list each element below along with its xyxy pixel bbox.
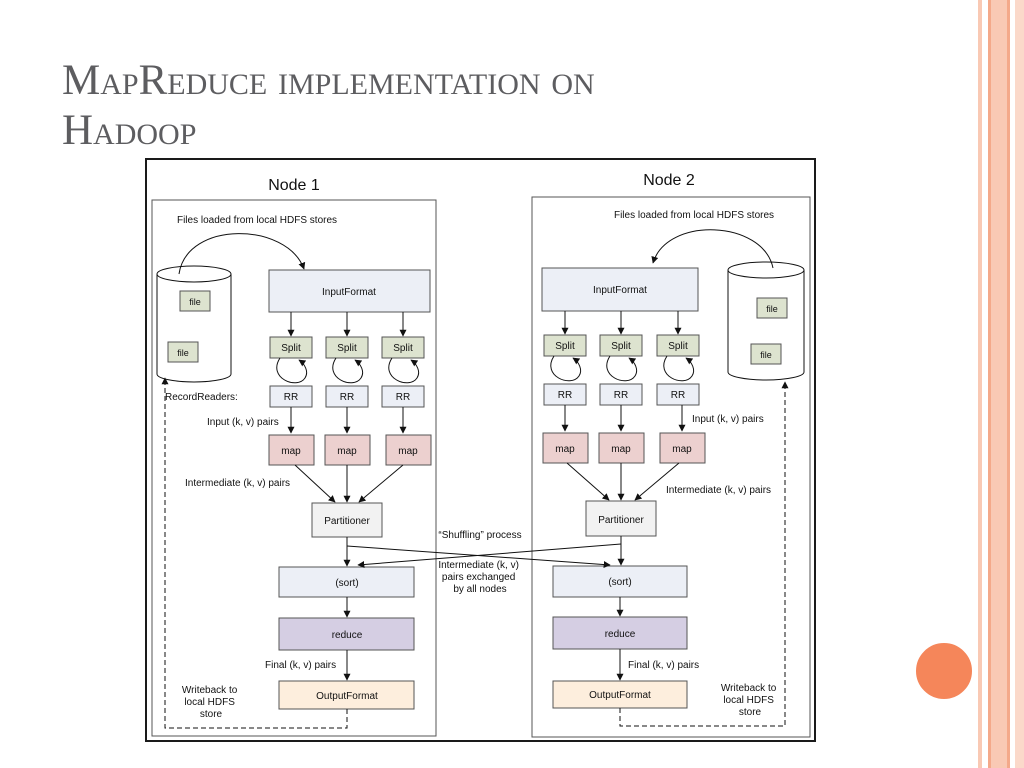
- node-1-files-loaded-label: Files loaded from local HDFS stores: [177, 215, 337, 226]
- node-2-split-label: Split: [555, 341, 575, 352]
- node-1-reduce-label: reduce: [332, 630, 363, 641]
- node-2-inputformat-label: InputFormat: [593, 285, 647, 296]
- node-1-inputformat-label: InputFormat: [322, 287, 376, 298]
- node-2-split-label: Split: [611, 341, 631, 352]
- decor-stripe-thin: [978, 0, 982, 768]
- node-1-split-label: Split: [337, 343, 357, 354]
- node-1-rr-label: RR: [284, 392, 298, 403]
- node-2-map-label: map: [611, 444, 631, 455]
- node-2-map-to-partitioner-arrows: [566, 462, 680, 501]
- node-2-file-box: [750, 343, 782, 365]
- node-1-partitioner-box: [311, 502, 383, 538]
- slide-title: MapReduce implementation on Hadoop: [62, 56, 822, 156]
- slide-title-line-1: MapReduce implementation on: [62, 57, 595, 104]
- node-1-map-label: map: [281, 446, 301, 457]
- node-1-final-pairs-label: Final (k, v) pairs: [265, 660, 336, 671]
- node-1-recordreaders-label: RecordReaders:: [165, 392, 238, 403]
- node-2-rr-label: RR: [558, 390, 572, 401]
- node-2-file-label: file: [760, 350, 772, 360]
- node-1-title: Node 1: [268, 177, 320, 194]
- node-2-inputformat-box: [541, 267, 699, 312]
- decor-stripe-main: [988, 0, 1010, 768]
- node-2-reduce-box: [552, 616, 688, 650]
- node-1-writeback-arrow: [161, 377, 348, 729]
- node-2-partitioner-label: Partitioner: [598, 515, 644, 526]
- node-1-split-label: Split: [393, 343, 413, 354]
- node-2-map-boxes: [542, 432, 706, 464]
- node-1-rr-label: RR: [396, 392, 410, 403]
- node-1-file-label: file: [189, 297, 201, 307]
- node-1-intermediate-pairs-label: Intermediate (k, v) pairs: [185, 478, 290, 489]
- node-2-writeback-label: Writeback to local HDFS store: [721, 683, 779, 718]
- decor-stripe-edge: [1015, 0, 1024, 768]
- node-1-outputformat-box: [278, 680, 415, 710]
- node-1-rr-label: RR: [340, 392, 354, 403]
- node-1-map-label: map: [337, 446, 357, 457]
- shuffling-process-label: “Shuffling” process: [438, 530, 521, 541]
- node-2-reduce-label: reduce: [605, 629, 636, 640]
- node-2-sort-label: (sort): [608, 577, 631, 588]
- node-1-file-box: [167, 341, 199, 363]
- node-1-inputformat-box: [268, 269, 431, 313]
- node-1-hdfs-store: [156, 265, 232, 383]
- node-1-writeback-label: Writeback to local HDFS store: [182, 685, 240, 720]
- node-2-splits: [543, 311, 700, 357]
- node-2-map-label: map: [672, 444, 692, 455]
- mapreduce-diagram: Node 1 Files loaded from local HDFS stor…: [145, 158, 816, 742]
- shuffle-arrows: [346, 543, 622, 569]
- node-2-input-pairs-label: Input (k, v) pairs: [692, 414, 764, 425]
- node-1-load-arrow: [178, 233, 306, 275]
- node-1-map-boxes: [268, 434, 432, 466]
- exchange-label: Intermediate (k, v) pairs exchanged by a…: [438, 560, 521, 595]
- node-1-file-label: file: [177, 348, 189, 358]
- node-1-outputformat-label: OutputFormat: [316, 691, 378, 702]
- node-2-writeback-arrow: [619, 381, 789, 727]
- node-1-file-box: [179, 290, 211, 312]
- node-2-file-label: file: [766, 304, 778, 314]
- node-2-panel: Node 2 Files loaded from local HDFS stor…: [531, 172, 811, 738]
- node-1-sort-label: (sort): [335, 578, 358, 589]
- node-2-title: Node 2: [643, 172, 695, 189]
- node-2-map-label: map: [555, 444, 575, 455]
- decor-accent-circle: [913, 640, 975, 702]
- node-1-split-loops: [276, 357, 420, 384]
- node-1-partitioner-label: Partitioner: [324, 516, 370, 527]
- node-2-rr-label: RR: [671, 390, 685, 401]
- node-2-final-pairs-label: Final (k, v) pairs: [628, 660, 699, 671]
- node-1-reduce-box: [278, 617, 415, 651]
- node-2-split-label: Split: [668, 341, 688, 352]
- node-2-intermediate-pairs-label: Intermediate (k, v) pairs: [666, 485, 771, 496]
- node-1-map-to-partitioner-arrows: [294, 464, 404, 503]
- slide-title-line-2: Hadoop: [62, 107, 197, 154]
- node-1-map-label: map: [398, 446, 418, 457]
- node-1-splits: [269, 312, 425, 359]
- node-2-files-loaded-label: Files loaded from local HDFS stores: [614, 210, 774, 221]
- node-2-rr-boxes: [543, 383, 700, 406]
- node-2-rr-label: RR: [614, 390, 628, 401]
- node-2-outputformat-label: OutputFormat: [589, 690, 651, 701]
- node-1-split-label: Split: [281, 343, 301, 354]
- node-1-input-pairs-label: Input (k, v) pairs: [207, 417, 279, 428]
- node-2-file-box: [756, 297, 788, 319]
- node-1-rr-to-map-arrows: [287, 407, 407, 434]
- node-2-split-loops: [550, 355, 695, 382]
- node-1-panel: Node 1 Files loaded from local HDFS stor…: [151, 177, 437, 737]
- node-2-rr-to-map-arrows: [561, 405, 686, 432]
- node-2-load-arrow: [651, 229, 774, 269]
